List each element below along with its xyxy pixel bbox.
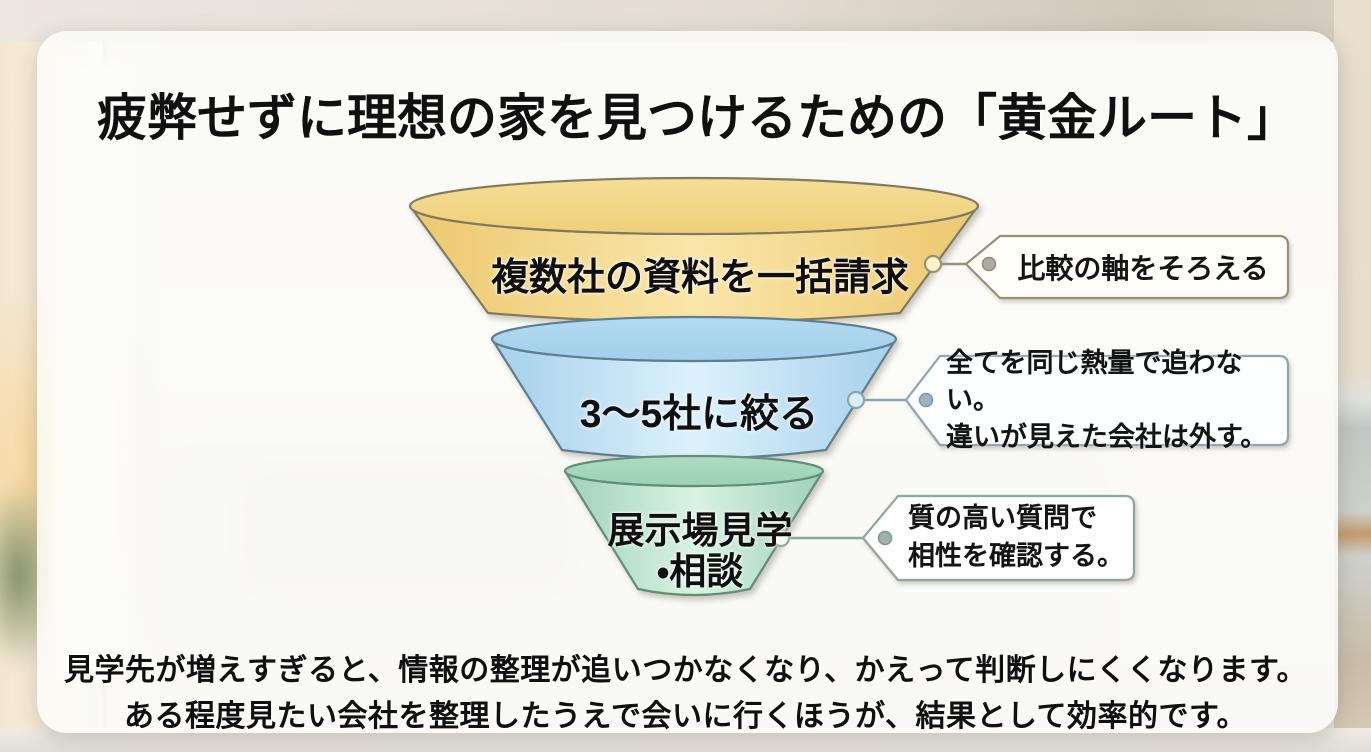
callout-1-pin-dot [981,256,997,272]
callout-2-line2: 違いが見えた会社は外す。 [946,421,1268,452]
funnel-tier-3-label-line1: 展示場見学 [607,510,793,551]
callout-1-funnel-dot [923,254,943,274]
slide-title: 疲弊せずに理想の家を見つけるための「黄金ルート」 [97,90,1297,146]
callout-3-text: 質の高い質問で 相性を確認する。 [908,497,1130,577]
funnel-tier-2-rim [490,315,898,363]
callout-3-funnel-dot [771,528,791,548]
callout-2-pin-dot [918,392,934,408]
callout-1-line1: 比較の軸をそろえる [1017,253,1269,284]
callout-2-line1: 全てを同じ熱量で追わない。 [946,347,1243,415]
funnel-tier-2-label: 3〜5社に絞る [579,393,819,436]
callout-2-funnel-dot [846,390,866,410]
footer-note-line2: ある程度見たい会社を整理したうえで会いに行くほうが、結果として効率的です。 [123,700,1248,733]
callout-2-text: 全てを同じ熱量で追わない。 違いが見えた会社は外す。 [946,348,1284,452]
funnel-tier-3-rim [563,454,825,488]
callout-3-pin-dot [877,530,893,546]
callout-3-line1: 質の高い質問で [908,503,1097,533]
funnel-tier-1-rim [408,176,980,236]
callout-3-line2: 相性を確認する。 [908,541,1124,571]
funnel-tier-3-label-line2: ・相談 [656,551,744,592]
footer-note-line1: 見学先が増えすぎると、情報の整理が追いつかなくなり、かえって判断しにくくなります… [64,654,1307,687]
callout-1-tag [964,234,1290,300]
callout-3-tag [861,494,1136,582]
funnel-tier-1-label: 複数社の資料を一括請求 [490,257,910,299]
callout-1-text: 比較の軸をそろえる [1002,238,1284,296]
callout-2-tag [904,354,1290,447]
